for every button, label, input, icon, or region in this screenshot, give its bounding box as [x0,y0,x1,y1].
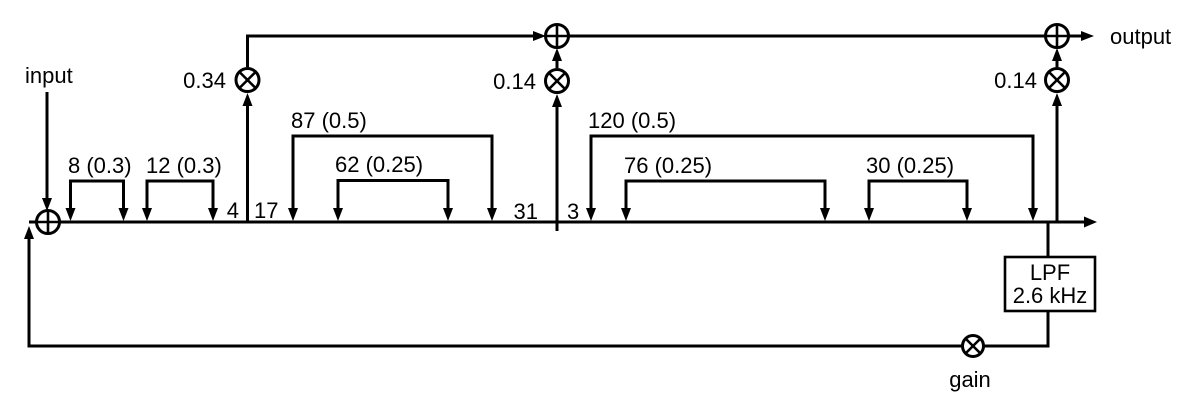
feedback-line [27,239,963,348]
delay-label-4: 62 (0.25) [335,152,423,177]
delay-span-6 [624,179,827,208]
segment-count-3: 3 [567,199,579,224]
tap2-gain-label: 0.14 [493,69,536,94]
segment-count-17: 17 [254,198,278,223]
arrowhead-span6-left [621,208,631,221]
feedback-multiply-node [961,334,985,358]
arrowhead-tap2-sum [552,48,562,61]
segment-count-31: 31 [514,199,538,224]
delay-label-7: 30 (0.25) [866,153,954,178]
arrowhead-tap3-sum [1052,48,1062,61]
delay-label-1: 8 (0.3) [68,153,132,178]
tap3-multiply-node [1044,67,1070,93]
tap2-multiply-node [544,68,570,94]
tap3-gain-label: 0.14 [994,68,1037,93]
tap1-multiply-node [234,67,261,93]
arrowhead-tap2 [552,94,562,107]
arrowhead-into-sum1 [533,31,546,41]
arrowhead-feedback [24,226,34,239]
arrowhead-span2-right [208,208,218,221]
arrowhead-span6-right [820,208,830,221]
arrowhead-output [1081,31,1094,41]
input-sum-node [35,209,61,235]
arrowhead-span4-right [443,208,453,221]
lpf-cutoff: 2.6 kHz [1013,283,1088,308]
input-label: input [25,63,73,88]
output-label: output [1110,24,1171,49]
delay-span-2 [145,179,215,208]
delay-label-5: 120 (0.5) [588,108,676,133]
delay-span-5 [589,134,1035,208]
delay-span-3 [291,134,494,208]
delay-label-6: 76 (0.25) [624,153,712,178]
delay-span-1 [69,179,125,208]
output-sum-node-1 [544,23,570,49]
delay-span-4 [336,179,450,208]
segment-count-4: 4 [227,198,239,223]
gain-label: gain [949,367,991,392]
arrowhead-input [42,198,52,211]
lpf-title: LPF [1030,260,1070,285]
arrowhead-span2-left [142,208,152,221]
output-sum-node-2 [1044,23,1070,49]
arrowhead-span4-left [333,208,343,221]
arrowhead-span1-left [65,208,76,221]
tap1-gain-label: 0.34 [183,68,226,93]
arrowhead-span1-right [118,208,129,221]
arrowhead-span3-right [487,208,497,221]
tap1-to-topline [246,34,533,67]
lpf-box [1003,255,1097,313]
arrowhead-span7-right [962,208,972,221]
arrowhead-main-line [1084,216,1097,228]
arrowhead-span7-left [864,208,874,221]
delay-span-7 [867,179,969,208]
arrowhead-span5-right [1028,208,1038,221]
arrowhead-tap3 [1052,93,1062,106]
delay-label-2: 12 (0.3) [146,153,222,178]
arrowhead-span3-left [288,208,298,221]
arrowhead-span5-left [586,208,596,221]
lpf-out-line [983,311,1050,348]
arrowhead-tap1 [242,93,253,106]
delay-label-3: 87 (0.5) [291,108,367,133]
